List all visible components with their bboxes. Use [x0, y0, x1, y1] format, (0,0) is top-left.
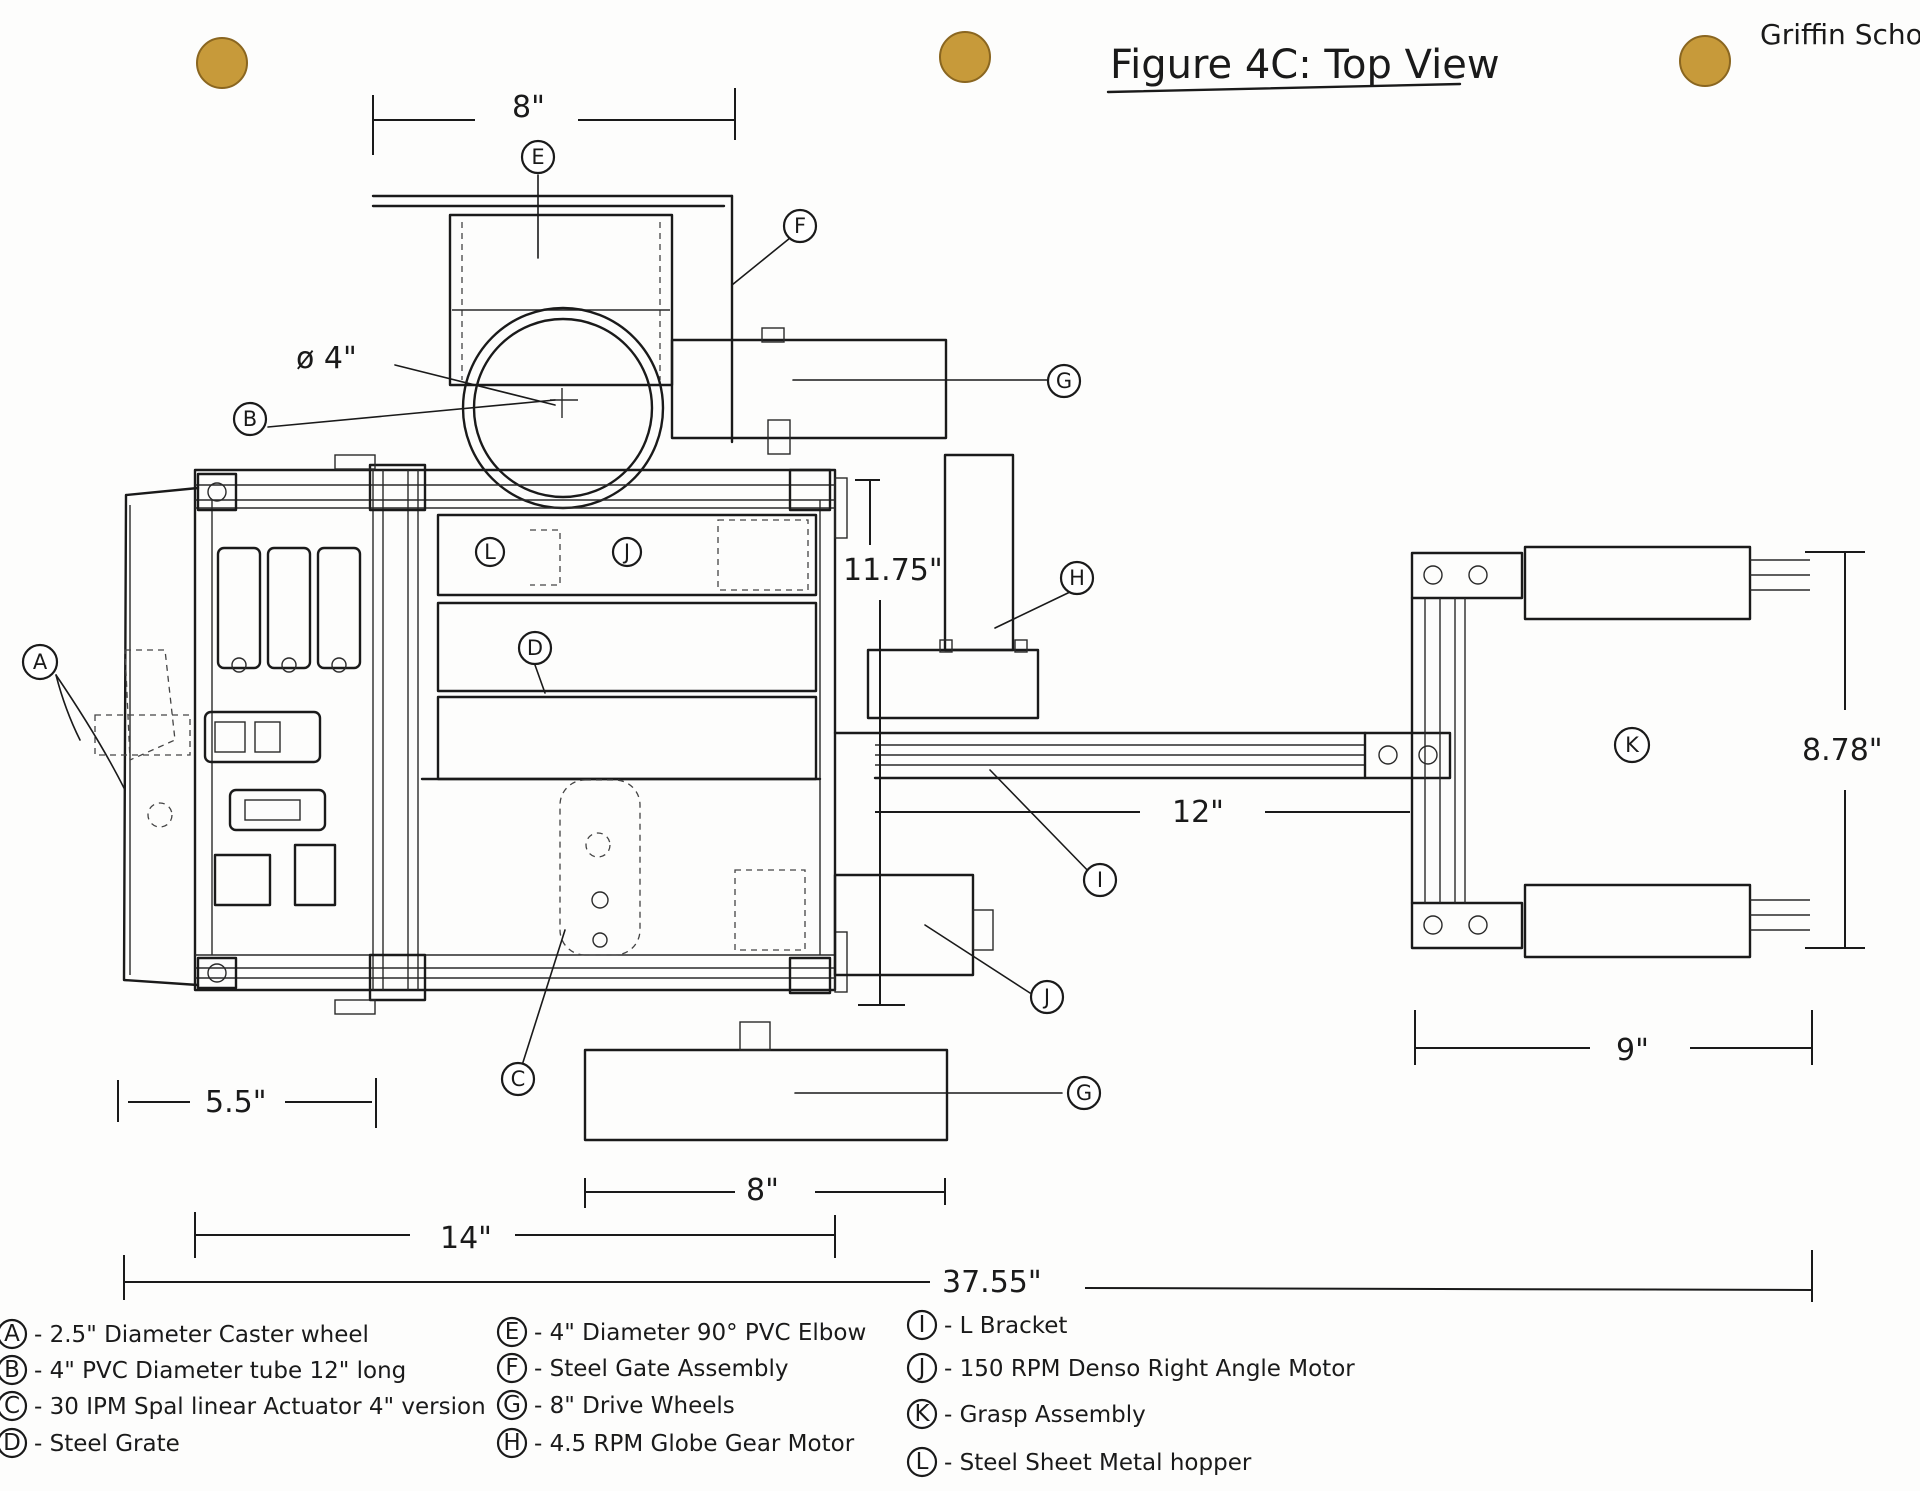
- legend-item-i: I - L Bracket: [906, 1309, 1067, 1341]
- legend-item-f: F - Steel Gate Assembly: [496, 1352, 788, 1384]
- svg-text:D: D: [3, 1430, 21, 1456]
- legend-text-k: - Grasp Assembly: [944, 1402, 1146, 1428]
- dim-grasp-height: 8.78": [1802, 733, 1883, 768]
- legend-item-e: E - 4" Diameter 90° PVC Elbow: [496, 1316, 866, 1348]
- legend-text-c: - 30 IPM Spal linear Actuator 4" version: [34, 1394, 486, 1420]
- callout-J-inside: J: [611, 536, 643, 568]
- dim-grasp-width: 9": [1616, 1033, 1649, 1068]
- legend-item-b: B - 4" PVC Diameter tube 12" long: [0, 1354, 406, 1386]
- callout-F-label: F: [794, 214, 806, 238]
- legend-item-g: G - 8" Drive Wheels: [496, 1389, 735, 1421]
- callout-E: E: [520, 139, 556, 175]
- pvc-tube: [461, 306, 665, 510]
- dimension-lines: [117, 88, 1865, 1302]
- legend-text-a: - 2.5" Diameter Caster wheel: [34, 1322, 369, 1348]
- callout-C-label: C: [511, 1067, 526, 1091]
- svg-text:A: A: [4, 1321, 20, 1347]
- svg-text:C: C: [4, 1393, 20, 1419]
- legend-text-l: - Steel Sheet Metal hopper: [944, 1450, 1252, 1476]
- dim-tube-diameter: ø 4": [296, 341, 357, 376]
- callout-A: A: [21, 643, 59, 681]
- pvc-elbow: [448, 213, 674, 387]
- callout-I: I: [1082, 862, 1118, 898]
- svg-text:B: B: [4, 1357, 20, 1383]
- legend-text-i: - L Bracket: [944, 1313, 1067, 1339]
- dimension-labels: 8" ø 4" 11.75" 8.78" 12" 9" 5.5" 8" 14" …: [205, 90, 1883, 1300]
- legend: A - 2.5" Diameter Caster wheel B - 4" PV…: [0, 1309, 1355, 1478]
- binder-hole-right: [1679, 35, 1731, 87]
- gear-motor: [866, 453, 1040, 720]
- svg-text:K: K: [914, 1401, 930, 1427]
- grasp-assembly: [1410, 545, 1810, 959]
- legend-item-c: C - 30 IPM Spal linear Actuator 4" versi…: [0, 1390, 486, 1422]
- leader-lines: [55, 174, 1096, 1094]
- dim-arm-length: 12": [1172, 795, 1224, 830]
- legend-text-j: - 150 RPM Denso Right Angle Motor: [944, 1356, 1355, 1382]
- callout-L-label: L: [484, 540, 496, 564]
- callout-K: K: [1613, 726, 1651, 764]
- legend-text-f: - Steel Gate Assembly: [534, 1356, 788, 1382]
- callout-B: B: [232, 401, 268, 437]
- title-underline: [1106, 82, 1462, 94]
- callout-G-bottom-label: G: [1076, 1081, 1092, 1105]
- callout-A-label: A: [33, 650, 48, 674]
- callout-E-label: E: [531, 145, 544, 169]
- svg-text:I: I: [919, 1312, 926, 1338]
- steel-gate: [371, 194, 734, 444]
- arm-and-l-bracket: [833, 731, 1452, 780]
- callout-J-label: J: [1042, 985, 1050, 1009]
- callout-D: D: [517, 630, 553, 666]
- callout-G-top-label: G: [1056, 369, 1072, 393]
- svg-text:F: F: [505, 1355, 518, 1381]
- callout-G-top: G: [1046, 363, 1082, 399]
- callout-D-label: D: [527, 636, 543, 660]
- dim-wheel-width: 8": [746, 1173, 779, 1208]
- legend-item-k: K - Grasp Assembly: [906, 1398, 1146, 1430]
- svg-text:L: L: [916, 1449, 929, 1475]
- svg-text:G: G: [503, 1392, 521, 1418]
- callout-F: F: [782, 208, 818, 244]
- callout-C: C: [500, 1061, 536, 1097]
- binder-hole-left: [196, 37, 248, 89]
- legend-item-j: J - 150 RPM Denso Right Angle Motor: [906, 1352, 1355, 1384]
- drive-wheel-top: [670, 327, 948, 455]
- legend-text-g: - 8" Drive Wheels: [534, 1393, 735, 1419]
- callout-I-label: I: [1097, 868, 1103, 892]
- legend-item-l: L - Steel Sheet Metal hopper: [906, 1446, 1252, 1478]
- callout-G-bottom: G: [1066, 1075, 1102, 1111]
- dim-elbow-width: 8": [512, 90, 545, 125]
- dim-body-length: 14": [440, 1221, 492, 1256]
- legend-text-d: - Steel Grate: [34, 1431, 180, 1457]
- chassis: [94, 454, 848, 1015]
- dim-base-depth: 11.75": [843, 553, 943, 588]
- callout-J-inside-label: J: [622, 540, 630, 564]
- drive-wheel-bottom: [583, 1021, 949, 1142]
- dim-overall-length: 37.55": [942, 1265, 1042, 1300]
- callout-J: J: [1029, 979, 1065, 1015]
- dim-caster-offset: 5.5": [205, 1085, 267, 1120]
- legend-text-e: - 4" Diameter 90° PVC Elbow: [534, 1320, 866, 1346]
- callout-H: H: [1059, 560, 1095, 596]
- legend-item-h: H - 4.5 RPM Globe Gear Motor: [496, 1427, 855, 1459]
- legend-item-d: D - Steel Grate: [0, 1427, 180, 1459]
- callout-B-label: B: [243, 407, 257, 431]
- author-name: Griffin Schobel: [1760, 18, 1920, 51]
- svg-text:H: H: [503, 1430, 520, 1456]
- legend-text-b: - 4" PVC Diameter tube 12" long: [34, 1358, 406, 1384]
- binder-hole-center: [939, 31, 991, 83]
- callout-H-label: H: [1069, 566, 1085, 590]
- right-angle-motor: [833, 873, 994, 977]
- figure-title: Figure 4C: Top View: [1110, 42, 1500, 88]
- legend-text-h: - 4.5 RPM Globe Gear Motor: [534, 1431, 855, 1457]
- svg-text:E: E: [505, 1319, 520, 1345]
- legend-item-a: A - 2.5" Diameter Caster wheel: [0, 1318, 369, 1350]
- callout-L: L: [474, 536, 506, 568]
- callout-K-label: K: [1625, 733, 1640, 757]
- svg-text:J: J: [917, 1355, 926, 1381]
